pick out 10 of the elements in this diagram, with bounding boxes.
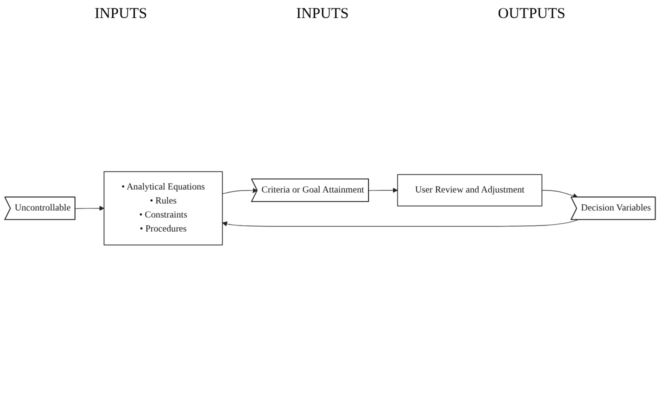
arrow [368,187,398,193]
node-box: • Analytical Equations • Rules • Constraints • Procedures [104,170,223,246]
arrow [74,205,104,211]
column-heading: INPUTS [296,6,349,23]
column-heading: OUTPUTS [498,6,566,23]
node-box: User Review and Adjustment [397,174,542,206]
column-heading: INPUTS [94,6,148,23]
arrow [542,190,578,198]
arrow [222,219,578,226]
arrow [222,188,258,194]
